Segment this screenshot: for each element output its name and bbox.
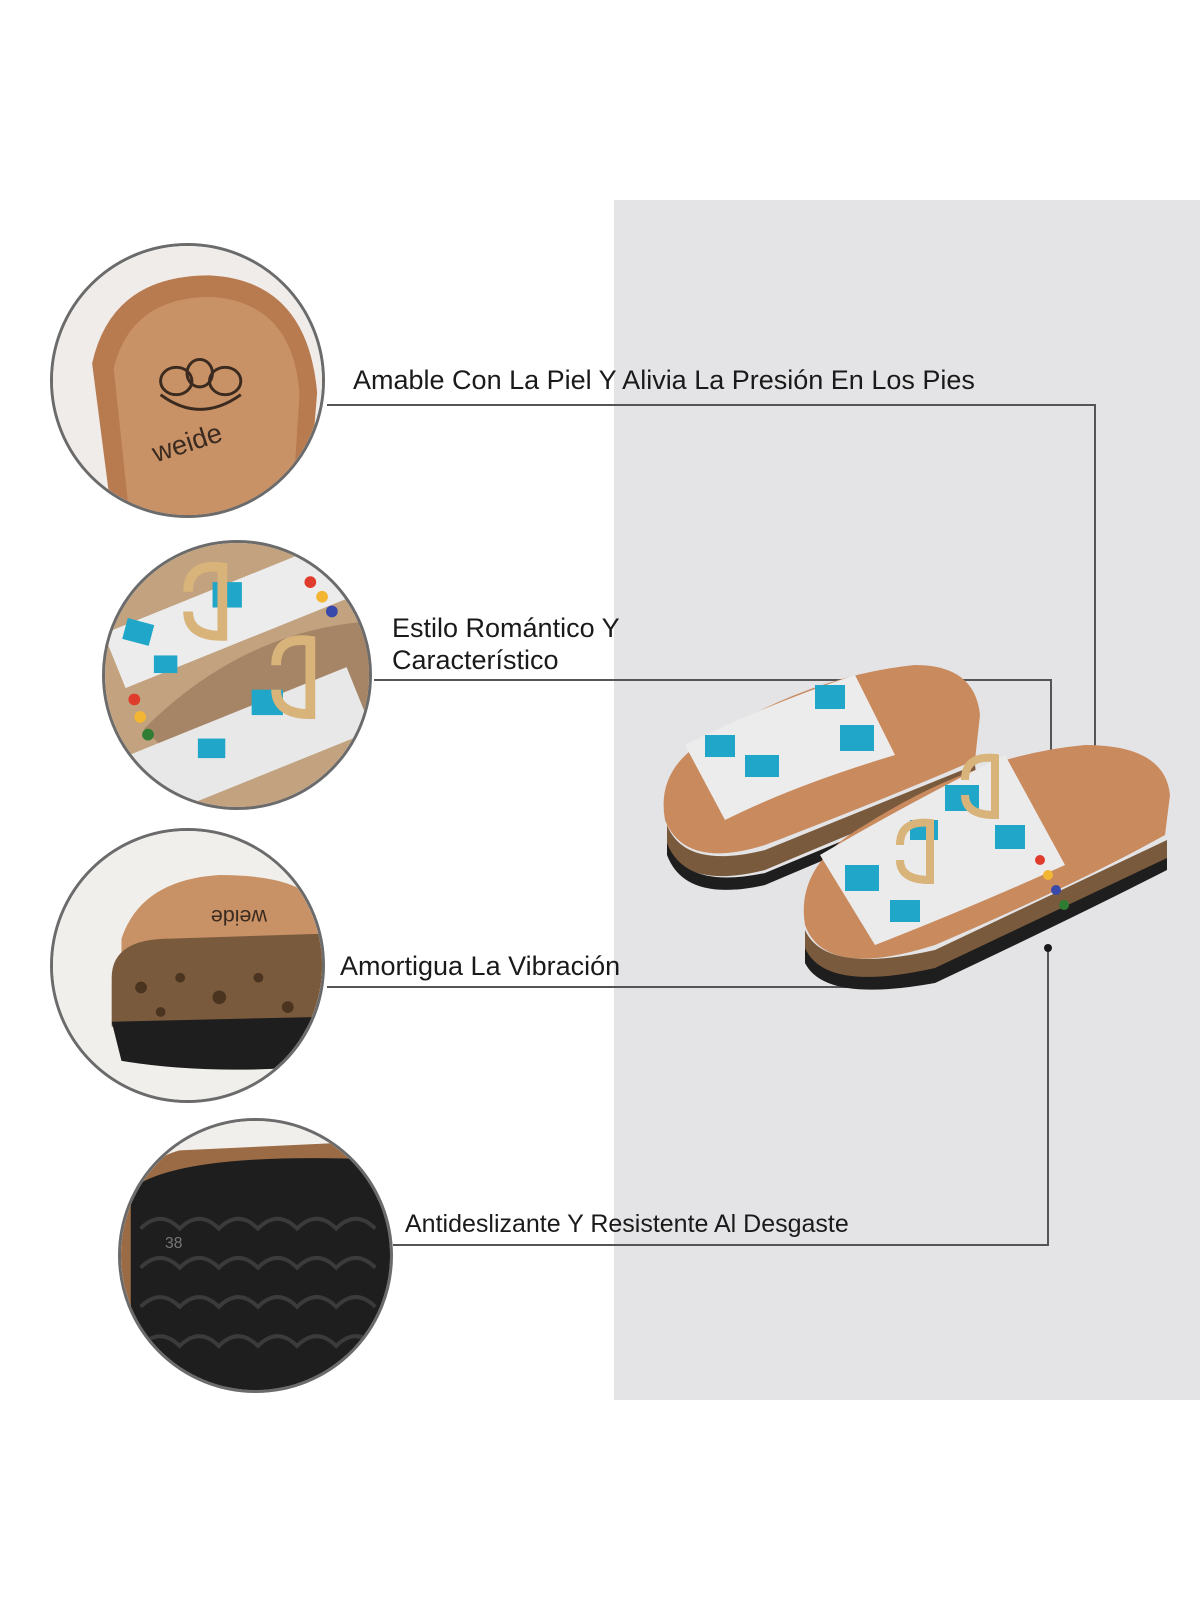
size-mark: 38 <box>165 1235 183 1252</box>
feature-caption-strap-line-2: Característico <box>392 645 559 675</box>
beaded-strap-icon <box>105 543 369 807</box>
feature-caption-outsole: Antideslizante Y Resistente Al Desgaste <box>405 1210 849 1238</box>
front-sandal <box>803 745 1170 990</box>
cork-heel-icon: weide <box>53 831 322 1100</box>
feature-caption-strap-line-1: Estilo Romántico Y <box>392 613 620 643</box>
cork-brand-text: weide <box>211 905 268 929</box>
tread-outsole-icon: 38 <box>121 1121 390 1390</box>
insole-detail-circle: weide <box>50 243 325 518</box>
sandal-pair-image <box>645 645 1180 990</box>
cork-detail-circle: weide <box>50 828 325 1103</box>
feature-caption-strap: Estilo Romántico Y Característico <box>392 612 620 676</box>
feature-caption-cork: Amortigua La Vibración <box>340 951 621 981</box>
strap-detail-circle <box>102 540 372 810</box>
feature-caption-insole: Amable Con La Piel Y Alivia La Presión E… <box>353 365 975 395</box>
sandal-pair-icon <box>663 665 1170 990</box>
outsole-detail-circle: 38 <box>118 1118 393 1393</box>
back-sandal <box>663 665 980 890</box>
insole-logo-icon: weide <box>53 246 322 515</box>
